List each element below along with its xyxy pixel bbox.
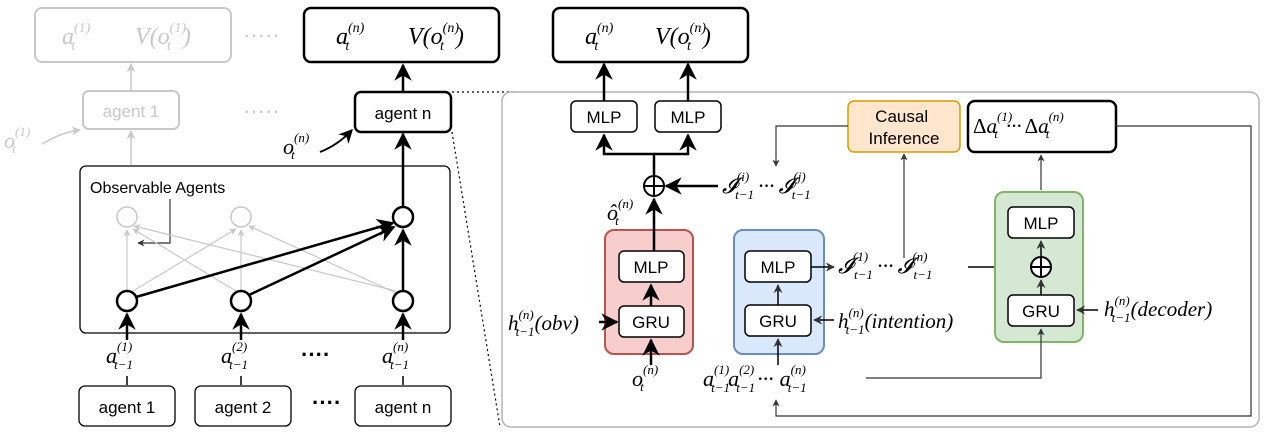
observable-agents-title: Observable Agents (90, 180, 225, 197)
causal-inference-label: Causal Inference (869, 107, 940, 148)
h-intention-label: h(n)t−1(intention) (838, 305, 953, 337)
faded-output-box (34, 7, 232, 63)
right-output-value: V(o(n)t) (655, 21, 711, 54)
decoder-gru-label: GRU (1022, 302, 1060, 321)
bottom-agent-2-label: agent 2 (215, 398, 272, 417)
faded-obs-label: o(1)t (4, 124, 30, 156)
output-value-n: V(o(n)t) (408, 21, 464, 54)
agent-n-label: agent n (375, 104, 432, 123)
bottom-agent-n-label: agent n (375, 398, 432, 417)
right-output-box (551, 6, 750, 64)
zoom-connectors (451, 91, 515, 428)
obs-mlp-label: MLP (634, 258, 669, 277)
h-obv-label: h(n)t−1(obv) (508, 307, 579, 339)
faded-dashes-mid: ····· (243, 98, 280, 123)
decoder-mlp-label: MLP (1024, 214, 1059, 233)
mlp-left-label: MLP (587, 108, 622, 127)
bottom-agent-1 (78, 385, 176, 427)
node-2-lower (229, 289, 253, 313)
actions-in-label: a(1)t−1a(2)t−1···a(n)t−1 (703, 362, 807, 395)
input-label-2: a(2)t−1 (221, 339, 248, 372)
faded-node-2 (230, 206, 252, 228)
intent-select-label: 𝓘(i)t−1···𝓘(j)t−1 (722, 169, 811, 202)
right-output-action: a(n)t (585, 21, 614, 54)
intention-gru-label: GRU (759, 312, 797, 331)
output-box-n (302, 6, 501, 64)
bottom-dots: ···· (312, 390, 341, 415)
mlp-right-label: MLP (671, 108, 706, 127)
obs-gru-label: GRU (632, 313, 670, 332)
node-n-upper (391, 205, 415, 229)
obs-mlp-box (618, 250, 685, 283)
output-action-n: a(n)t (336, 21, 365, 54)
h-decoder-label: h(n)t−1(decoder) (1104, 293, 1212, 325)
node-n-lower (391, 289, 415, 313)
right-architecture: a(n)t V(o(n)t) MLP MLP 𝓘(i)t−1···𝓘(j)t−1… (501, 6, 1260, 428)
delta-actions-label: Δa(1)t···Δa(n)t (973, 109, 1064, 141)
faded-agent-label: agent 1 (103, 102, 160, 121)
intention-mlp-label: MLP (761, 258, 796, 277)
decoder-mlp-box (1007, 206, 1075, 239)
faded-output-value: V(o(1)t) (135, 21, 191, 54)
obs-n-label: o(n)t (283, 130, 309, 162)
input-label-1: a(1)t−1 (106, 339, 133, 372)
input-label-n: a(n)t−1 (382, 339, 409, 372)
faded-node-1 (116, 206, 138, 228)
bottom-agent-n (354, 385, 452, 427)
obs-in-label: o(n)t (632, 362, 658, 394)
left-architecture: a(1)t V(o(1)t) ····· a(n)t V(o(n)t) agen… (4, 6, 501, 427)
input-dots: ···· (301, 342, 330, 367)
faded-dashes-top: ····· (243, 22, 280, 47)
bottom-agent-2 (194, 385, 292, 427)
observable-agents-panel (79, 165, 451, 334)
ohat-label: ô(n)t (607, 196, 633, 228)
bottom-agent-1-label: agent 1 (99, 398, 156, 417)
faded-output-action: a(1)t (62, 21, 91, 54)
intent-all-label: 𝓘(1)t−1···𝓘(n)t−1 (838, 249, 932, 282)
node-1-lower (115, 289, 139, 313)
